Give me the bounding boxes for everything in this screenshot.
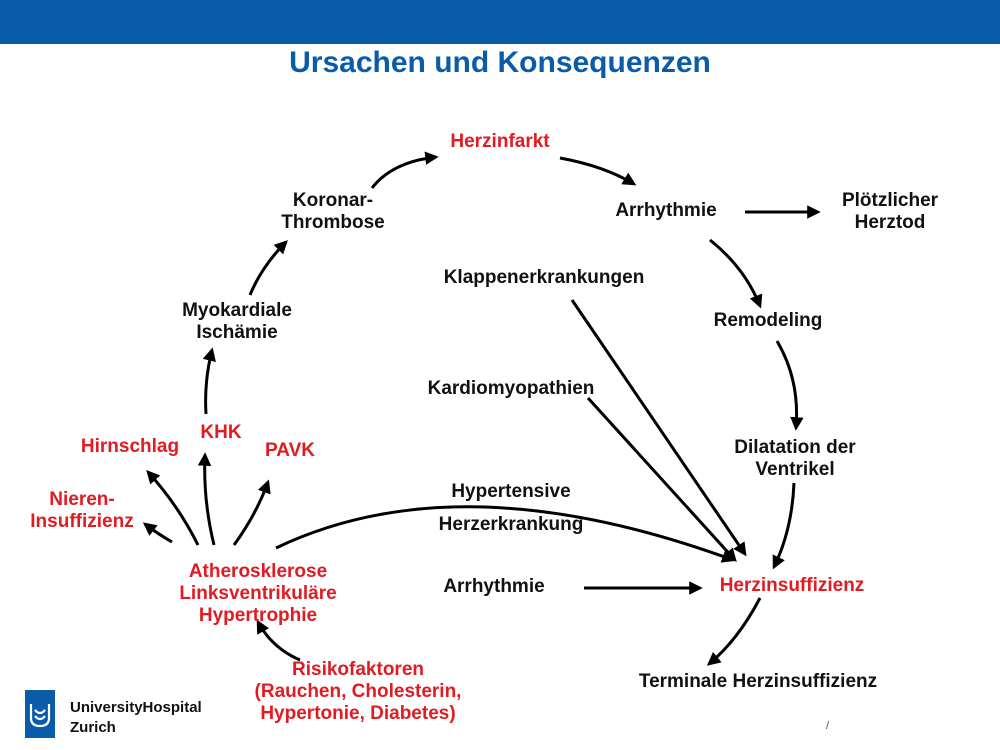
arrow-khk-ischaemie — [202, 347, 216, 415]
node-label-line: Plötzlicher — [841, 190, 939, 211]
node-label-line: (Rauchen, Cholesterin, — [254, 681, 462, 702]
header-bar — [0, 0, 1000, 44]
node-myokardiale-ischaemie: Myokardiale Ischämie — [182, 300, 292, 344]
node-label-line: Dilatation der — [734, 437, 856, 458]
university-hospital-logo-icon — [25, 690, 55, 738]
arrow-klappen-herzinsuffizienz — [570, 299, 747, 557]
arrow-atherosklerose-khk — [197, 452, 216, 546]
node-remodeling: Remodeling — [713, 310, 823, 331]
node-label-line: Hypertonie, Diabetes) — [260, 703, 456, 724]
node-label-line: Linksventrikuläre — [179, 583, 337, 604]
node-hypertensive-herzerkrankung: Hypertensive Herzerkrankung — [439, 475, 584, 541]
arrow-thrombose-herzinfarkt — [370, 151, 439, 189]
arrow-atherosklerose-nieren — [142, 522, 173, 544]
node-label-line: Hypertrophie — [198, 605, 318, 626]
node-arrhythmie-top: Arrhythmie — [615, 200, 717, 221]
node-label-line: Ventrikel — [755, 459, 835, 480]
node-label-line: Myokardiale — [182, 300, 292, 321]
node-herzinsuffizienz: Herzinsuffizienz — [719, 575, 865, 596]
arrow-herzinfarkt-arrhythmie — [559, 156, 637, 186]
node-label-line: Atherosklerose — [188, 561, 328, 582]
node-ploetzlicher-herztod: Plötzlicher Herztod — [842, 190, 938, 234]
arrow-atherosklerose-hirnschlag — [146, 470, 200, 546]
node-atherosklerose: Atherosklerose Linksventrikuläre Hypertr… — [179, 561, 336, 627]
node-label-line: Hypertensive — [451, 481, 571, 502]
node-klappenerkrankungen: Klappenerkrankungen — [443, 267, 645, 288]
node-label-line: Risikofaktoren — [292, 659, 424, 680]
logo-text: UniversityHospital Zurich — [70, 698, 202, 738]
arrow-remodeling-dilatation — [775, 340, 804, 431]
node-label-line: Herztod — [854, 212, 926, 233]
node-label-line: Nieren- — [49, 489, 115, 510]
node-risikofaktoren: Risikofaktoren (Rauchen, Cholesterin, Hy… — [255, 659, 462, 725]
node-koronar-thrombose: Koronar- Thrombose — [281, 190, 384, 234]
node-label-line: Koronar- — [292, 190, 374, 211]
node-pavk: PAVK — [265, 440, 315, 461]
node-terminale-herzinsuffizienz: Terminale Herzinsuffizienz — [638, 671, 878, 692]
logo-text-line: UniversityHospital — [70, 699, 202, 716]
node-herzinfarkt: Herzinfarkt — [450, 131, 550, 152]
node-arrhythmie-bottom: Arrhythmie — [443, 576, 545, 597]
node-label-line: Herzerkrankung — [438, 514, 584, 535]
logo-text-line: Zurich — [70, 719, 116, 736]
slide-title: Ursachen und Konsequenzen — [289, 46, 711, 79]
arrow-atherosklerose-herzinsuffizienz — [275, 505, 736, 563]
node-dilatation: Dilatation der Ventrikel — [734, 437, 855, 481]
arrow-kardiomyopathien-herzinsuffizienz — [586, 396, 737, 562]
node-hirnschlag: Hirnschlag — [80, 436, 180, 457]
arrow-risiko-atherosklerose — [256, 619, 301, 662]
node-label-line: Thrombose — [281, 212, 385, 233]
arrow-herzinsuffizienz-terminale — [706, 597, 762, 666]
arrow-dilatation-herzinsuffizienz — [772, 482, 796, 570]
page-number: / — [826, 720, 830, 732]
arrow-ischaemie-thrombose — [248, 240, 288, 296]
node-nieren-insuffizienz: Nieren- Insuffizienz — [30, 489, 133, 533]
node-kardiomyopathien: Kardiomyopathien — [427, 378, 595, 399]
arrow-arrhythmie-remodeling — [709, 238, 763, 309]
node-khk: KHK — [200, 422, 242, 443]
arrow-atherosklerose-pavk — [232, 479, 271, 546]
node-label-line: Insuffizienz — [30, 511, 134, 532]
node-label-line: Ischämie — [196, 322, 278, 343]
